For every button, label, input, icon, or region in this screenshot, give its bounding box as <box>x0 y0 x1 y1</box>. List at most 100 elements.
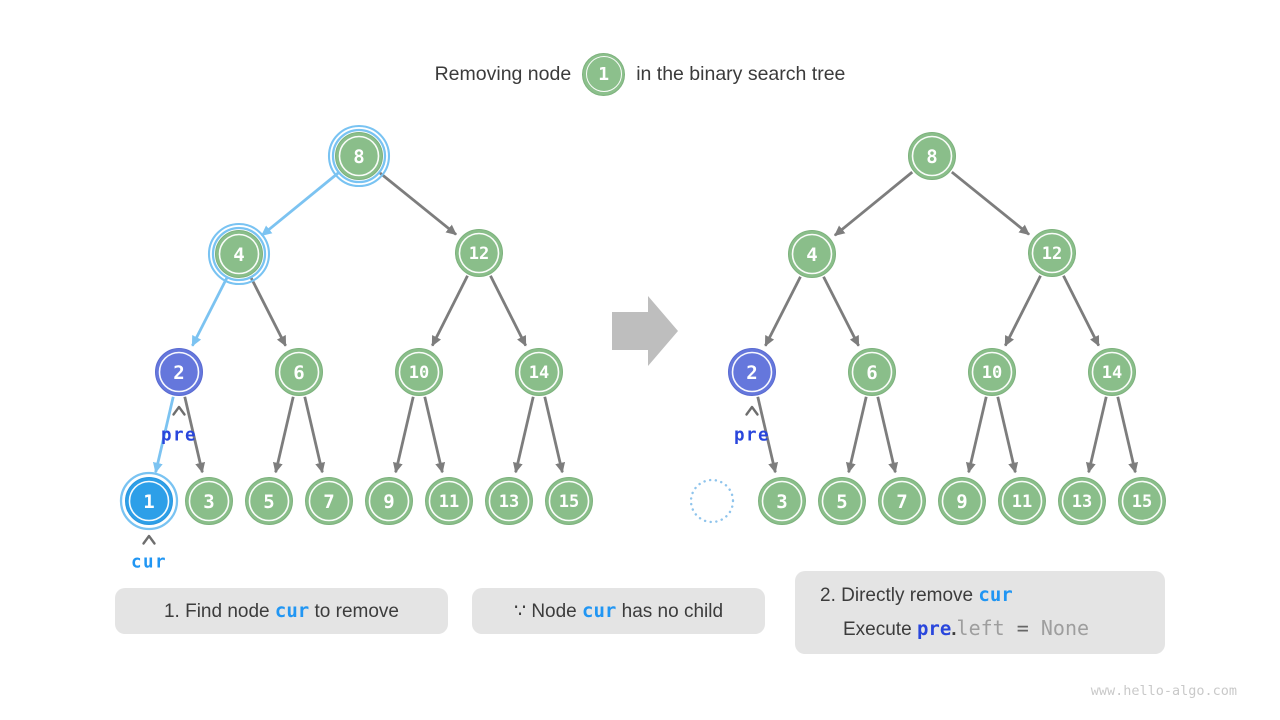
title-text-after: in the binary search tree <box>636 62 846 85</box>
code-token-.: . <box>951 619 957 640</box>
tree-edge-6-7 <box>876 396 899 474</box>
tree-edge-10-11 <box>996 396 1019 474</box>
caption-line: Execute pre.left = None <box>843 612 1089 646</box>
tree-node-value: 2 <box>173 362 184 384</box>
tree-edge-12-14 <box>489 275 527 347</box>
tree-edge-4-2 <box>191 276 229 347</box>
code-token-cur: cur <box>978 584 1013 606</box>
tree-edge-12-10 <box>431 275 469 347</box>
caret-up-icon <box>172 405 186 416</box>
tree-edge-6-5 <box>845 396 868 474</box>
caption-text: 2. Directly remove <box>820 585 979 606</box>
removed-node-ghost-circle <box>689 478 735 524</box>
tree-node-value: 1 <box>143 491 154 513</box>
code-token-left: left <box>956 616 1005 640</box>
tree-node-value: 8 <box>353 146 364 168</box>
transition-arrow-icon <box>612 296 678 366</box>
code-token-cur: cur <box>274 599 310 622</box>
caption-text: to remove <box>309 600 400 622</box>
tree-node-14: 14 <box>515 348 563 396</box>
tree-edge-8-4 <box>260 171 341 237</box>
tree-node-value: 12 <box>469 244 489 264</box>
caption-text: 1. Find node <box>163 600 275 622</box>
caption-line: 1. Find node cur to remove <box>164 595 399 628</box>
watermark: www.hello-algo.com <box>1090 683 1237 699</box>
tree-edge-10-11 <box>423 396 446 474</box>
tree-node-value: 14 <box>1102 363 1122 383</box>
condition-box: ∵ Node cur has no child <box>472 588 765 634</box>
code-token-None: None <box>1040 616 1090 640</box>
tree-edge-10-9 <box>392 396 415 474</box>
tree-node-value: 4 <box>806 244 817 266</box>
tree-node-4: 4 <box>207 222 271 286</box>
tree-node-value: 9 <box>383 491 394 513</box>
pointer-label-cur: cur <box>131 552 167 572</box>
tree-node-15: 15 <box>545 477 593 525</box>
tree-edge-4-2 <box>764 276 802 347</box>
tree-node-12: 12 <box>1028 229 1076 277</box>
tree-edge-2-1 <box>152 396 175 474</box>
diagram-title: Removing node 1 in the binary search tre… <box>0 52 1280 96</box>
tree-node-value: 11 <box>1012 492 1032 512</box>
tree-edge-12-10 <box>1004 275 1042 347</box>
tree-node-3: 3 <box>185 477 233 525</box>
tree-node-12: 12 <box>455 229 503 277</box>
caret-up-icon <box>745 405 759 416</box>
tree-node-15: 15 <box>1118 477 1166 525</box>
tree-node-5: 5 <box>245 477 293 525</box>
tree-node-6: 6 <box>275 348 323 396</box>
tree-node-value: 4 <box>233 244 244 266</box>
code-token-=: = <box>1016 616 1029 640</box>
tree-edge-4-6 <box>249 276 287 347</box>
pointer-label-pre: pre <box>161 425 197 445</box>
tree-node-2: 2 <box>155 348 203 396</box>
tree-edge-14-15 <box>543 396 566 474</box>
tree-edge-12-14 <box>1062 275 1100 347</box>
tree-node-3: 3 <box>758 477 806 525</box>
tree-edge-8-4 <box>833 171 914 237</box>
tree-node-14: 14 <box>1088 348 1136 396</box>
tree-node-value: 3 <box>776 491 787 513</box>
tree-edge-14-13 <box>1085 396 1108 474</box>
tree-node-value: 6 <box>866 362 877 384</box>
tree-node-13: 13 <box>485 477 533 525</box>
tree-edge-6-7 <box>303 396 326 474</box>
tree-node-value: 5 <box>836 491 847 513</box>
tree-node-value: 13 <box>1072 492 1092 512</box>
tree-edge-14-13 <box>512 396 535 474</box>
tree-edge-4-6 <box>822 276 860 347</box>
tree-edge-14-15 <box>1116 396 1139 474</box>
tree-node-9: 9 <box>938 477 986 525</box>
caret-up-icon <box>142 534 156 545</box>
caption-text: has no child <box>616 600 724 622</box>
tree-node-value: 8 <box>926 146 937 168</box>
tree-node-value: 13 <box>499 492 519 512</box>
tree-node-1: 1 <box>119 471 179 531</box>
tree-after: 8 4 12 2 6 10 14 3 5 7 9 11 13 15 pre <box>689 132 1166 525</box>
tree-edge-6-5 <box>272 396 295 474</box>
tree-node-value: 7 <box>323 491 334 513</box>
tree-node-value: 11 <box>439 492 459 512</box>
tree-node-value: 15 <box>559 492 579 512</box>
tree-node-value: 15 <box>1132 492 1152 512</box>
tree-node-value: 9 <box>956 491 967 513</box>
tree-node-11: 11 <box>998 477 1046 525</box>
tree-node-7: 7 <box>305 477 353 525</box>
tree-node-value: 10 <box>982 363 1002 383</box>
tree-node-8: 8 <box>327 124 391 188</box>
tree-node-4: 4 <box>788 230 836 278</box>
tree-node-value: 5 <box>263 491 274 513</box>
tree-edge-8-12 <box>950 170 1030 236</box>
tree-node-2: 2 <box>728 348 776 396</box>
pointer-label-pre: pre <box>734 425 770 445</box>
tree-node-value: 2 <box>746 362 757 384</box>
tree-node-7: 7 <box>878 477 926 525</box>
tree-node-value: 14 <box>529 363 549 383</box>
tree-node-value: 3 <box>203 491 214 513</box>
caption-line: 2. Directly remove cur <box>820 579 1013 612</box>
tree-node-6: 6 <box>848 348 896 396</box>
